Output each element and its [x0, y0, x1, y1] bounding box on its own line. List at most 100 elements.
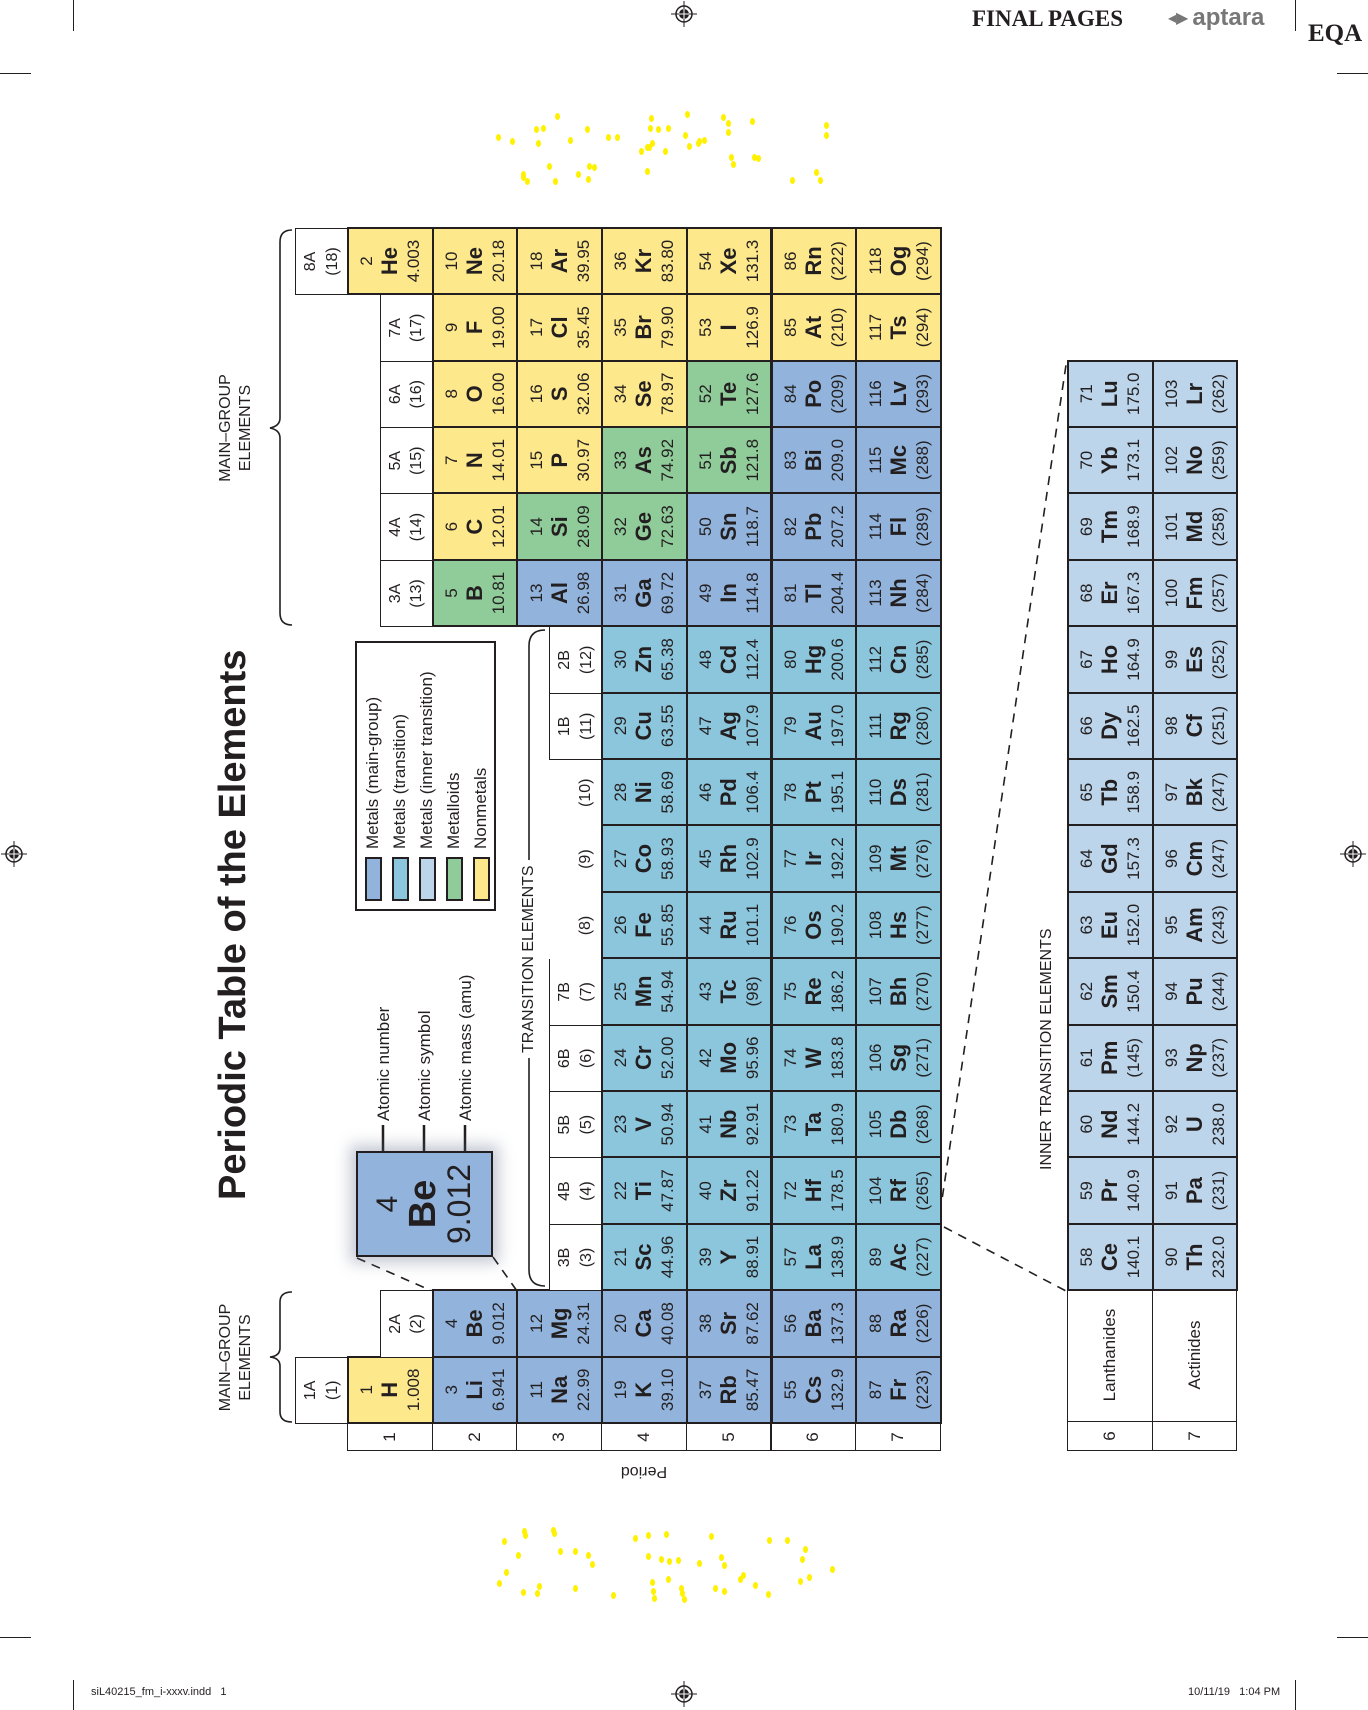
atomic-symbol: Pm — [1097, 1040, 1123, 1075]
inner-period-number-7: 7 — [1151, 1421, 1238, 1451]
group-label-cas: 6B — [555, 1048, 573, 1069]
group-header-6: 6B(6) — [549, 1024, 603, 1092]
decorative-dot — [645, 1532, 651, 1540]
group-label-iupac: (10) — [577, 778, 595, 807]
atomic-mass: (280) — [912, 705, 932, 746]
decorative-dot — [728, 154, 734, 162]
atomic-mass: 192.2 — [827, 837, 847, 880]
atomic-symbol: Db — [885, 1109, 911, 1139]
atomic-symbol: Ba — [800, 1309, 826, 1338]
atomic-symbol: Np — [1182, 1043, 1208, 1073]
atomic-symbol: Rn — [800, 246, 826, 276]
atomic-mass: 126.9 — [743, 306, 763, 349]
legend-item: Metals (transition) — [390, 714, 410, 901]
decorative-dot — [682, 1596, 688, 1604]
atomic-mass: 131.3 — [743, 239, 763, 283]
atomic-symbol: Ca — [631, 1309, 657, 1338]
atomic-mass: 4.003 — [404, 239, 424, 283]
atomic-mass: 112.4 — [743, 638, 763, 681]
atomic-symbol: Fr — [885, 1378, 911, 1401]
atomic-number: 91 — [1162, 1181, 1182, 1201]
key-atomic-number: 4 — [371, 1195, 404, 1213]
group-label-iupac: (15) — [408, 446, 426, 475]
atomic-number: 74 — [780, 1048, 800, 1068]
decorative-dot — [647, 125, 653, 133]
decorative-dot — [765, 1591, 771, 1599]
atomic-number: 64 — [1077, 849, 1097, 869]
atomic-mass: (223) — [912, 1369, 932, 1410]
atomic-symbol: Os — [800, 910, 826, 940]
group-header-3: 3B(3) — [549, 1223, 603, 1292]
decorative-dot — [725, 128, 731, 136]
group-label-cas: 2B — [555, 650, 573, 670]
group-header-2: 2A(2) — [380, 1290, 433, 1358]
atomic-number: 97 — [1162, 782, 1182, 802]
group-label-cas: 5A — [386, 450, 404, 471]
decorative-dot — [679, 1585, 685, 1593]
atomic-mass: 132.9 — [827, 1368, 847, 1412]
legend-item: Nonmetals — [471, 768, 491, 901]
atomic-mass: 40.08 — [658, 1302, 678, 1345]
decorative-dot — [658, 1556, 664, 1564]
atomic-mass: (276) — [912, 838, 932, 879]
atomic-symbol: Pt — [800, 781, 826, 804]
group-header-17: 7A(17) — [380, 294, 433, 362]
key-element-box: 4 Be 9.012 — [356, 1151, 493, 1257]
atomic-symbol: Ne — [462, 246, 488, 276]
decorative-dot — [656, 125, 662, 133]
legend: Metals (main-group)Metals (transition)Me… — [355, 641, 496, 911]
atomic-mass: (288) — [912, 440, 932, 481]
atomic-mass: 30.97 — [573, 438, 593, 482]
decorative-dot — [645, 1553, 651, 1561]
aptara-arrow-icon: ◂▶ — [1168, 10, 1189, 27]
decorative-dot — [667, 1558, 673, 1566]
atomic-mass: 183.8 — [827, 1036, 847, 1080]
atomic-mass: (247) — [1209, 838, 1229, 879]
main-group-brace-right — [269, 229, 293, 626]
atomic-symbol: No — [1182, 445, 1208, 475]
atomic-symbol: Y — [716, 1249, 742, 1265]
atomic-number: 16 — [526, 384, 546, 404]
atomic-mass: 19.00 — [489, 306, 509, 349]
atomic-mass: (268) — [912, 1104, 932, 1145]
main-group-brace-left — [269, 1291, 293, 1423]
decorative-dot — [823, 131, 829, 139]
atomic-symbol: Re — [800, 977, 826, 1006]
atomic-number: 28 — [611, 782, 631, 802]
atomic-mass: (231) — [1209, 1170, 1229, 1211]
decorative-dot — [537, 1582, 543, 1590]
atomic-mass: 22.99 — [573, 1368, 593, 1412]
crop-mark — [0, 73, 31, 74]
decorative-dot — [524, 178, 530, 186]
decorative-dot — [533, 126, 539, 134]
atomic-symbol: Ge — [631, 511, 657, 542]
atomic-number: 51 — [696, 450, 716, 470]
group-label-iupac: (1) — [323, 1380, 341, 1401]
atomic-symbol: At — [800, 315, 826, 340]
atomic-number: 18 — [526, 251, 546, 271]
atomic-mass: (258) — [1209, 506, 1229, 547]
decorative-dot — [652, 1594, 658, 1602]
decorative-dot — [663, 148, 669, 156]
atomic-number: 65 — [1077, 782, 1097, 802]
atomic-mass: 39.95 — [573, 239, 593, 283]
atomic-mass: 114.8 — [743, 572, 763, 614]
atomic-number: 76 — [780, 915, 800, 935]
atomic-symbol: La — [800, 1244, 826, 1270]
decorative-dot — [496, 1579, 502, 1587]
group-header-13: 3A(13) — [380, 559, 433, 628]
decorative-dot — [696, 1559, 702, 1567]
atomic-number: 82 — [780, 517, 800, 537]
footer-file-name: siL40215_fm_i-xxxv.indd 1 — [91, 1686, 227, 1698]
decorative-dot — [649, 139, 655, 147]
